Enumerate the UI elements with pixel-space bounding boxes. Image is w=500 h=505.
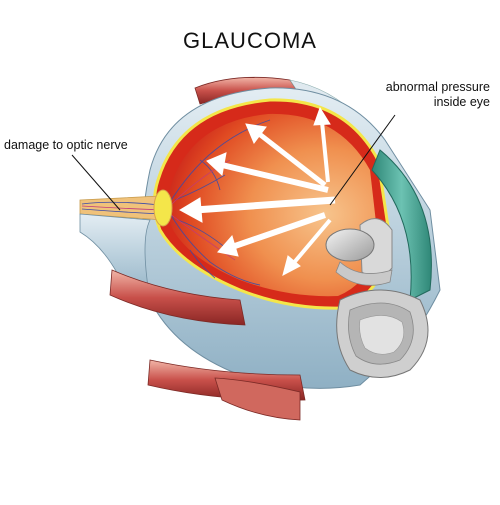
- pressure-pointer-line: [329, 114, 396, 206]
- lens: [325, 228, 375, 262]
- optic-nerve-label: damage to optic nerve: [4, 138, 128, 152]
- nerve-pointer-line: [71, 154, 121, 211]
- left-muscle-upper: [109, 269, 246, 326]
- diagram-title: GLAUCOMA: [183, 28, 317, 53]
- bottom-muscle-front: [214, 377, 301, 421]
- pressure-label: abnormal pressure inside eye: [330, 80, 490, 110]
- pressure-label-line1: abnormal pressure: [385, 80, 490, 94]
- pressure-label-line2: inside eye: [433, 95, 490, 109]
- pressure-arrows: [178, 106, 336, 276]
